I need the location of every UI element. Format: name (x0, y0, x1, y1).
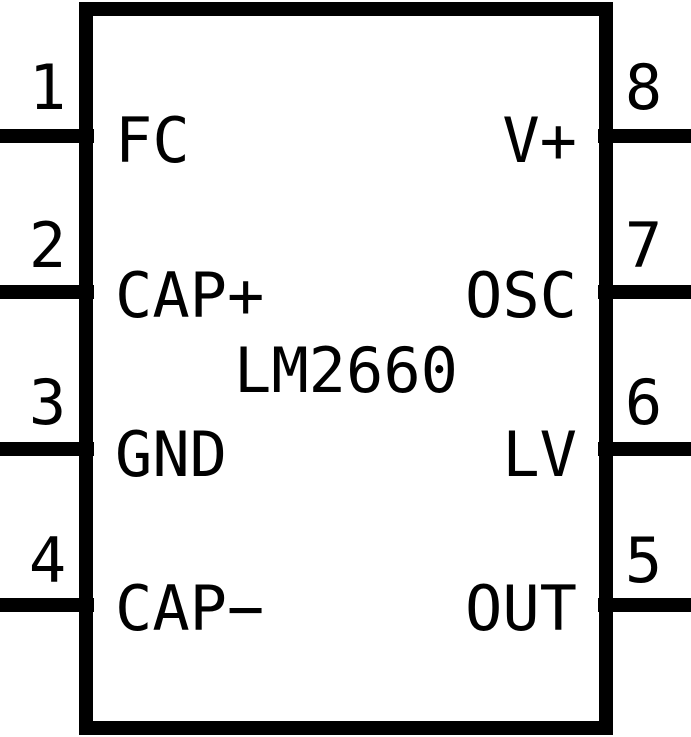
pin-lead-left-1 (0, 129, 94, 143)
pin-number-5: 5 (624, 524, 663, 597)
pin-label-vplus: V+ (502, 104, 577, 177)
pin-label-gnd: GND (115, 418, 227, 491)
pin-label-out: OUT (465, 572, 577, 645)
pin-lead-right-6 (598, 442, 691, 456)
pin-lead-right-7 (598, 285, 691, 299)
pin-lead-left-4 (0, 598, 94, 612)
pin-label-lv: LV (502, 418, 577, 491)
pin-label-cap-plus: CAP+ (115, 259, 265, 332)
pin-number-4: 4 (28, 524, 67, 597)
pin-number-8: 8 (624, 51, 663, 124)
pin-number-2: 2 (28, 209, 67, 282)
pin-number-7: 7 (624, 209, 663, 282)
pin-number-3: 3 (28, 366, 67, 439)
chip-title: LM2660 (234, 334, 458, 407)
pin-lead-left-3 (0, 442, 94, 456)
pin-number-6: 6 (624, 366, 663, 439)
pin-lead-left-2 (0, 285, 94, 299)
pin-lead-right-8 (598, 129, 691, 143)
pin-lead-right-5 (598, 598, 691, 612)
pin-number-1: 1 (28, 51, 67, 124)
pin-label-fc: FC (115, 104, 190, 177)
pin-label-osc: OSC (465, 259, 577, 332)
chip-body-outline (79, 2, 613, 735)
pin-label-cap-minus: CAP− (115, 572, 265, 645)
